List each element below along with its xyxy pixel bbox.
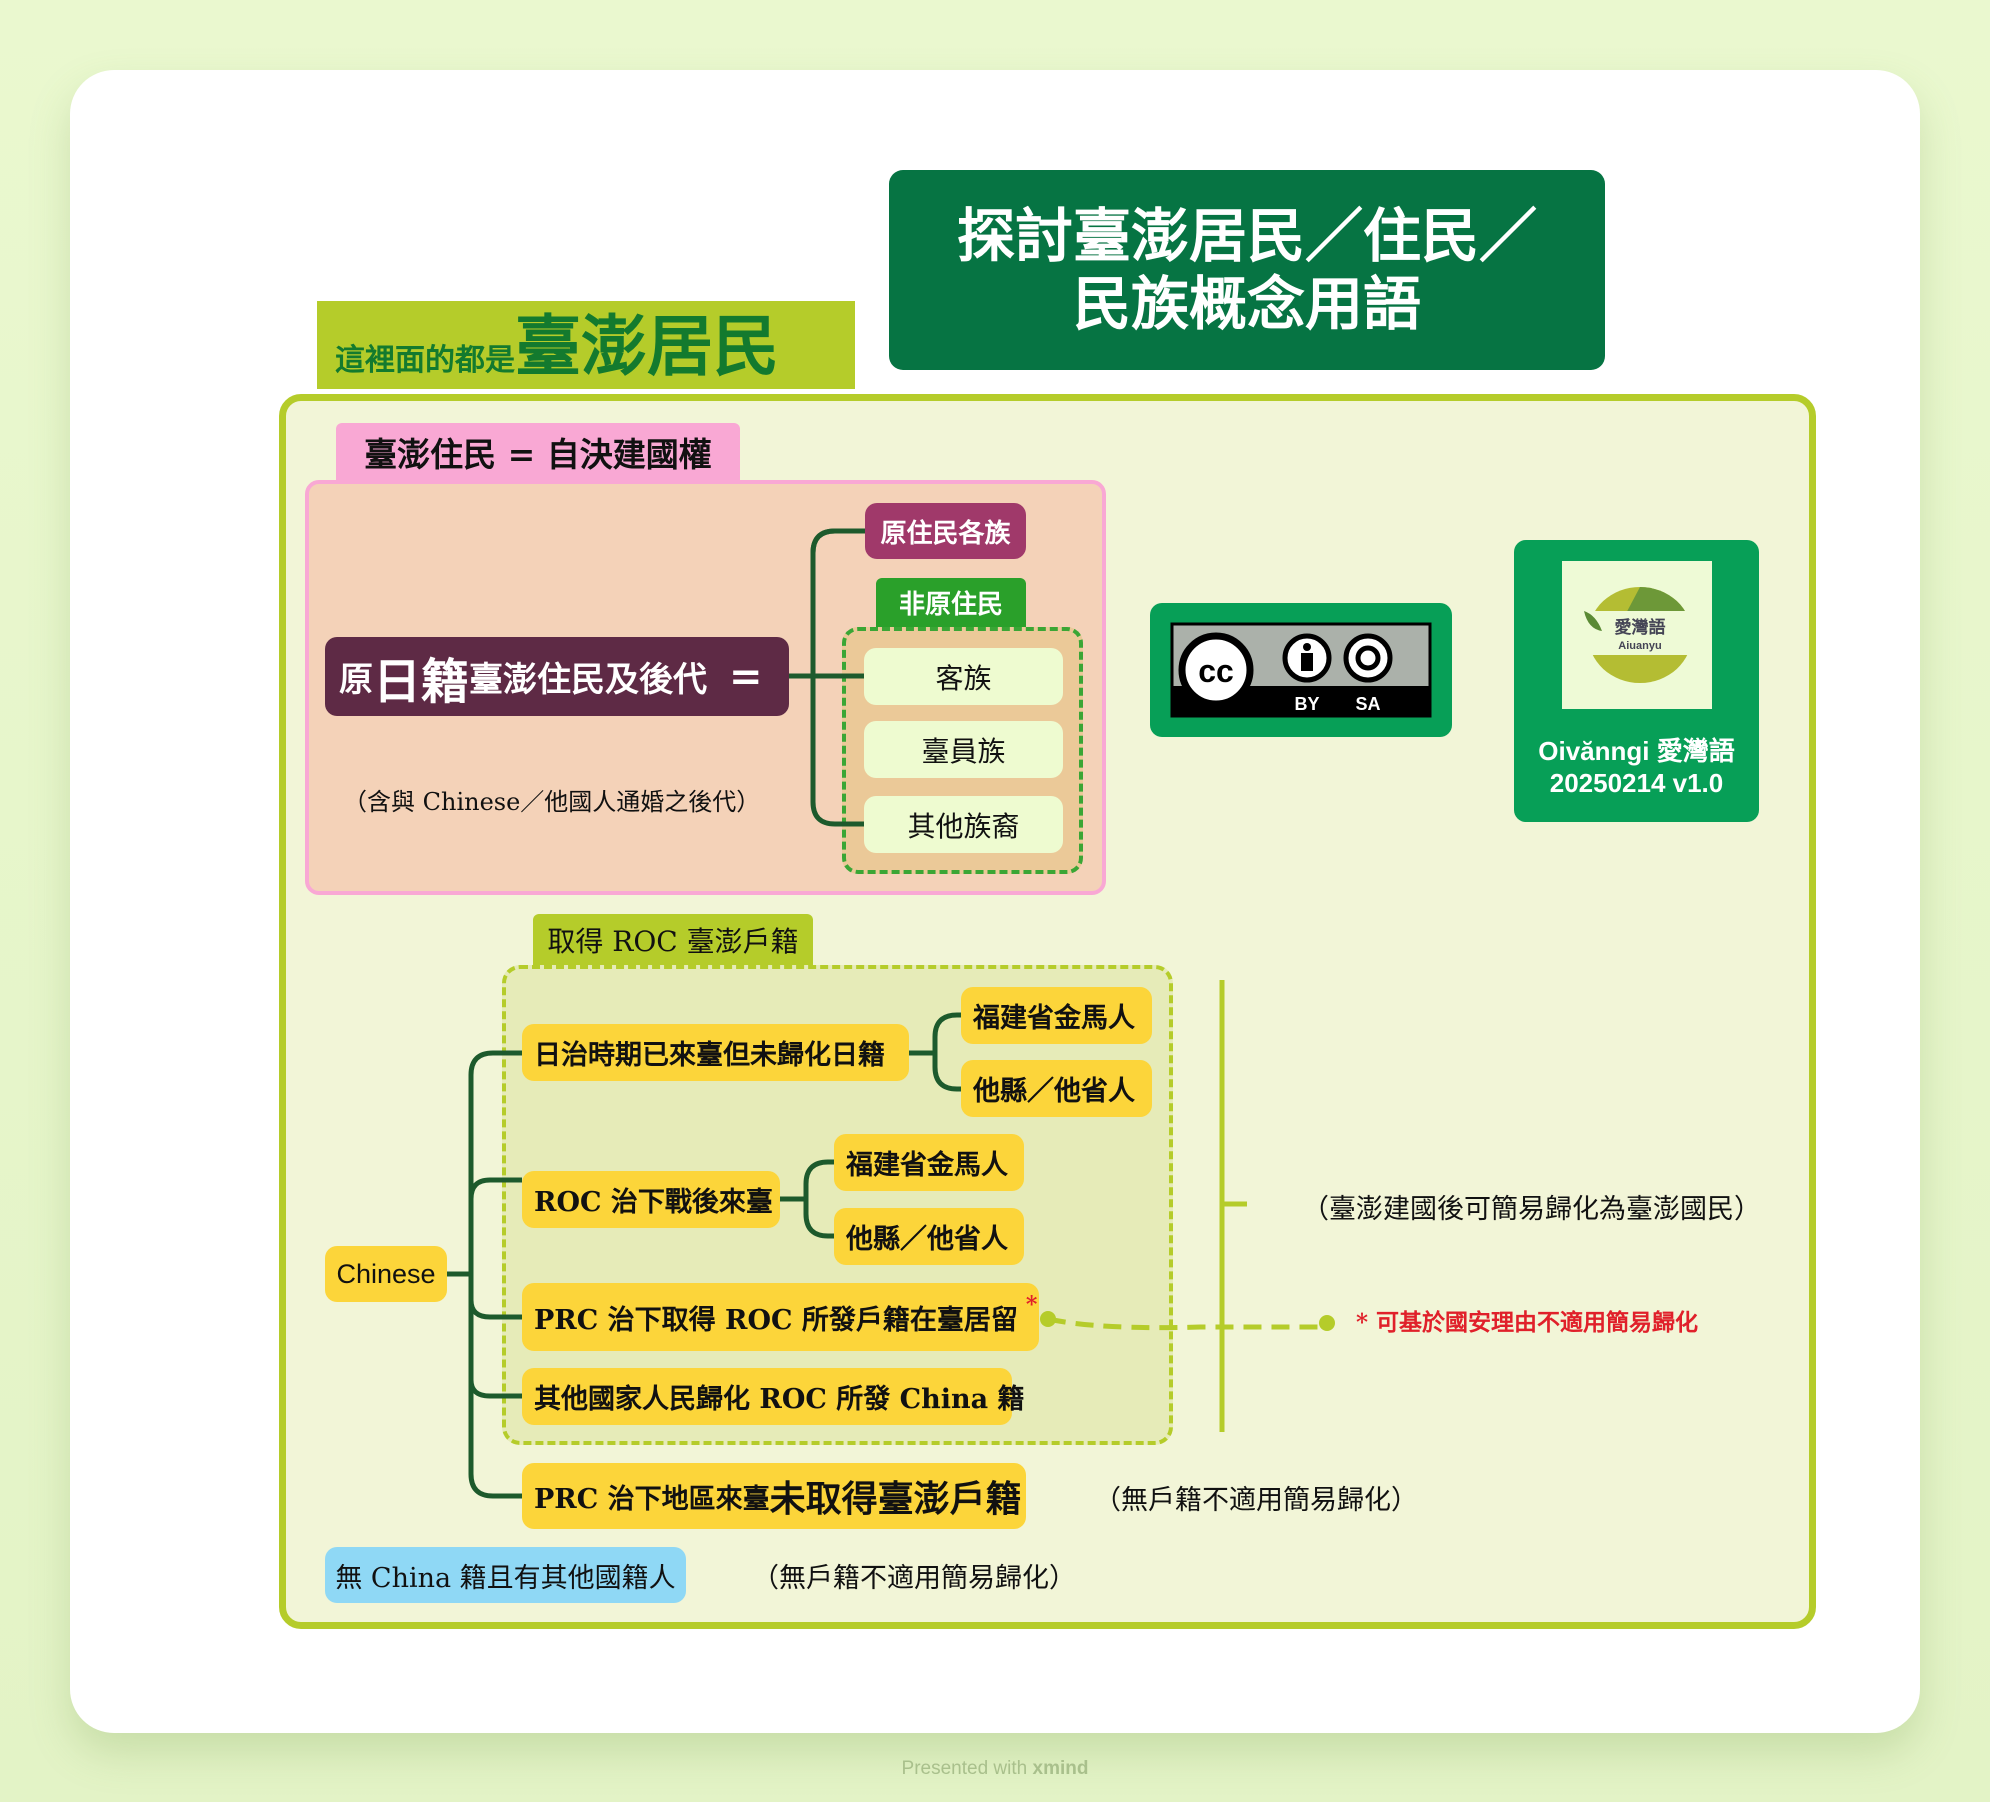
svg-text:SA: SA <box>1355 694 1380 714</box>
group-node-other[interactable]: 其他族裔 <box>864 796 1063 853</box>
inhabitants-boundary-label[interactable]: 臺澎住民 = 自決建國權 <box>336 423 740 481</box>
svg-text:BY: BY <box>1294 694 1319 714</box>
title-line-1: 探討臺澎居民／住民／ <box>956 202 1537 270</box>
connector-start-dot <box>1040 1311 1056 1327</box>
non-indigenous-label[interactable]: 非原住民 <box>876 578 1026 627</box>
residents-prefix: 這裡面的都是 <box>335 343 515 378</box>
group-node-taioan[interactable]: 臺員族 <box>864 721 1063 778</box>
svg-text:愛灣語: 愛灣語 <box>1614 617 1665 637</box>
main-part-2: 日籍 <box>373 653 470 710</box>
footer[interactable]: Presented with xmind <box>0 1758 1990 1780</box>
footer-text: Presented with <box>901 1758 1028 1779</box>
map-title[interactable]: 探討臺澎居民／住民／ 民族概念用語 <box>889 170 1605 370</box>
svg-text:cc: cc <box>1198 653 1234 689</box>
postwar-node[interactable]: ROC 治下戰後來臺 <box>522 1171 780 1228</box>
prc-unregistered-a: PRC 治下地區來臺 <box>534 1483 770 1515</box>
residents-main: 臺澎居民 <box>515 307 779 385</box>
prc-unregistered-b: 未取得臺澎戶籍 <box>769 1478 1022 1520</box>
main-part-1: 原 <box>339 660 373 700</box>
other-province-node-1[interactable]: 他縣／他省人 <box>961 1060 1152 1117</box>
asterisk-marker: * <box>1025 1292 1038 1318</box>
no-registration-note-1: （無戶籍不適用簡易歸化） <box>1094 1485 1418 1516</box>
japan-era-node[interactable]: 日治時期已來臺但未歸化日籍 <box>522 1024 909 1081</box>
connector-end-dot <box>1319 1315 1335 1331</box>
chinese-node[interactable]: Chinese <box>325 1246 447 1302</box>
roc-registration-label[interactable]: 取得 ROC 臺澎戶籍 <box>533 914 813 965</box>
title-line-2: 民族概念用語 <box>1072 270 1421 338</box>
brand-version: 20250214 v1.0 <box>1549 768 1724 798</box>
fujian-kinmen-matsu-node-2[interactable]: 福建省金馬人 <box>834 1134 1024 1191</box>
japanese-era-inhabitants-node[interactable]: 原日籍臺澎住民及後代 = <box>325 637 789 716</box>
indigenous-node[interactable]: 原住民各族 <box>865 503 1026 559</box>
other-province-node-2[interactable]: 他縣／他省人 <box>834 1208 1024 1265</box>
xmind-logo: xmind <box>1032 1758 1089 1779</box>
simple-naturalization-note: （臺澎建國後可簡易歸化為臺澎國民） <box>1302 1194 1761 1225</box>
brand-card[interactable]: 愛灣語 Aiuanyu Oivănngi 愛灣語 20250214 v1.0 <box>1514 540 1759 822</box>
brand-name: Oivănngi 愛灣語 <box>1538 736 1735 766</box>
naturalized-node[interactable]: 其他國家人民歸化 ROC 所發 China 籍 <box>522 1368 1025 1425</box>
svg-text:Aiuanyu: Aiuanyu <box>1618 640 1661 652</box>
group-node-hakka[interactable]: 客族 <box>864 648 1063 705</box>
cc-by-sa-icon: cc BY SA <box>1170 622 1432 718</box>
prc-unregistered-node[interactable]: PRC 治下地區來臺未取得臺澎戶籍 <box>522 1463 1026 1529</box>
security-note: * 可基於國安理由不適用簡易歸化 <box>1356 1309 1699 1336</box>
prc-resident-node[interactable]: PRC 治下取得 ROC 所發戶籍在臺居留 * <box>522 1283 1039 1351</box>
no-registration-note-2: （無戶籍不適用簡易歸化） <box>752 1563 1076 1594</box>
brand-logo: 愛灣語 Aiuanyu <box>1561 561 1712 709</box>
equals-sign: = <box>729 653 763 700</box>
no-china-nationality-node[interactable]: 無 China 籍且有其他國籍人 <box>325 1547 686 1603</box>
fujian-kinmen-matsu-node-1[interactable]: 福建省金馬人 <box>961 987 1152 1044</box>
prc-resident-label: PRC 治下取得 ROC 所發戶籍在臺居留 <box>534 1304 1018 1336</box>
main-part-3: 臺澎住民及後代 <box>469 660 708 700</box>
cc-by-sa-badge[interactable]: cc BY SA <box>1150 603 1452 737</box>
intermarriage-note: （含與 Chinese／他國人通婚之後代） <box>343 788 761 816</box>
residents-boundary-label[interactable]: 這裡面的都是臺澎居民 <box>317 301 855 389</box>
